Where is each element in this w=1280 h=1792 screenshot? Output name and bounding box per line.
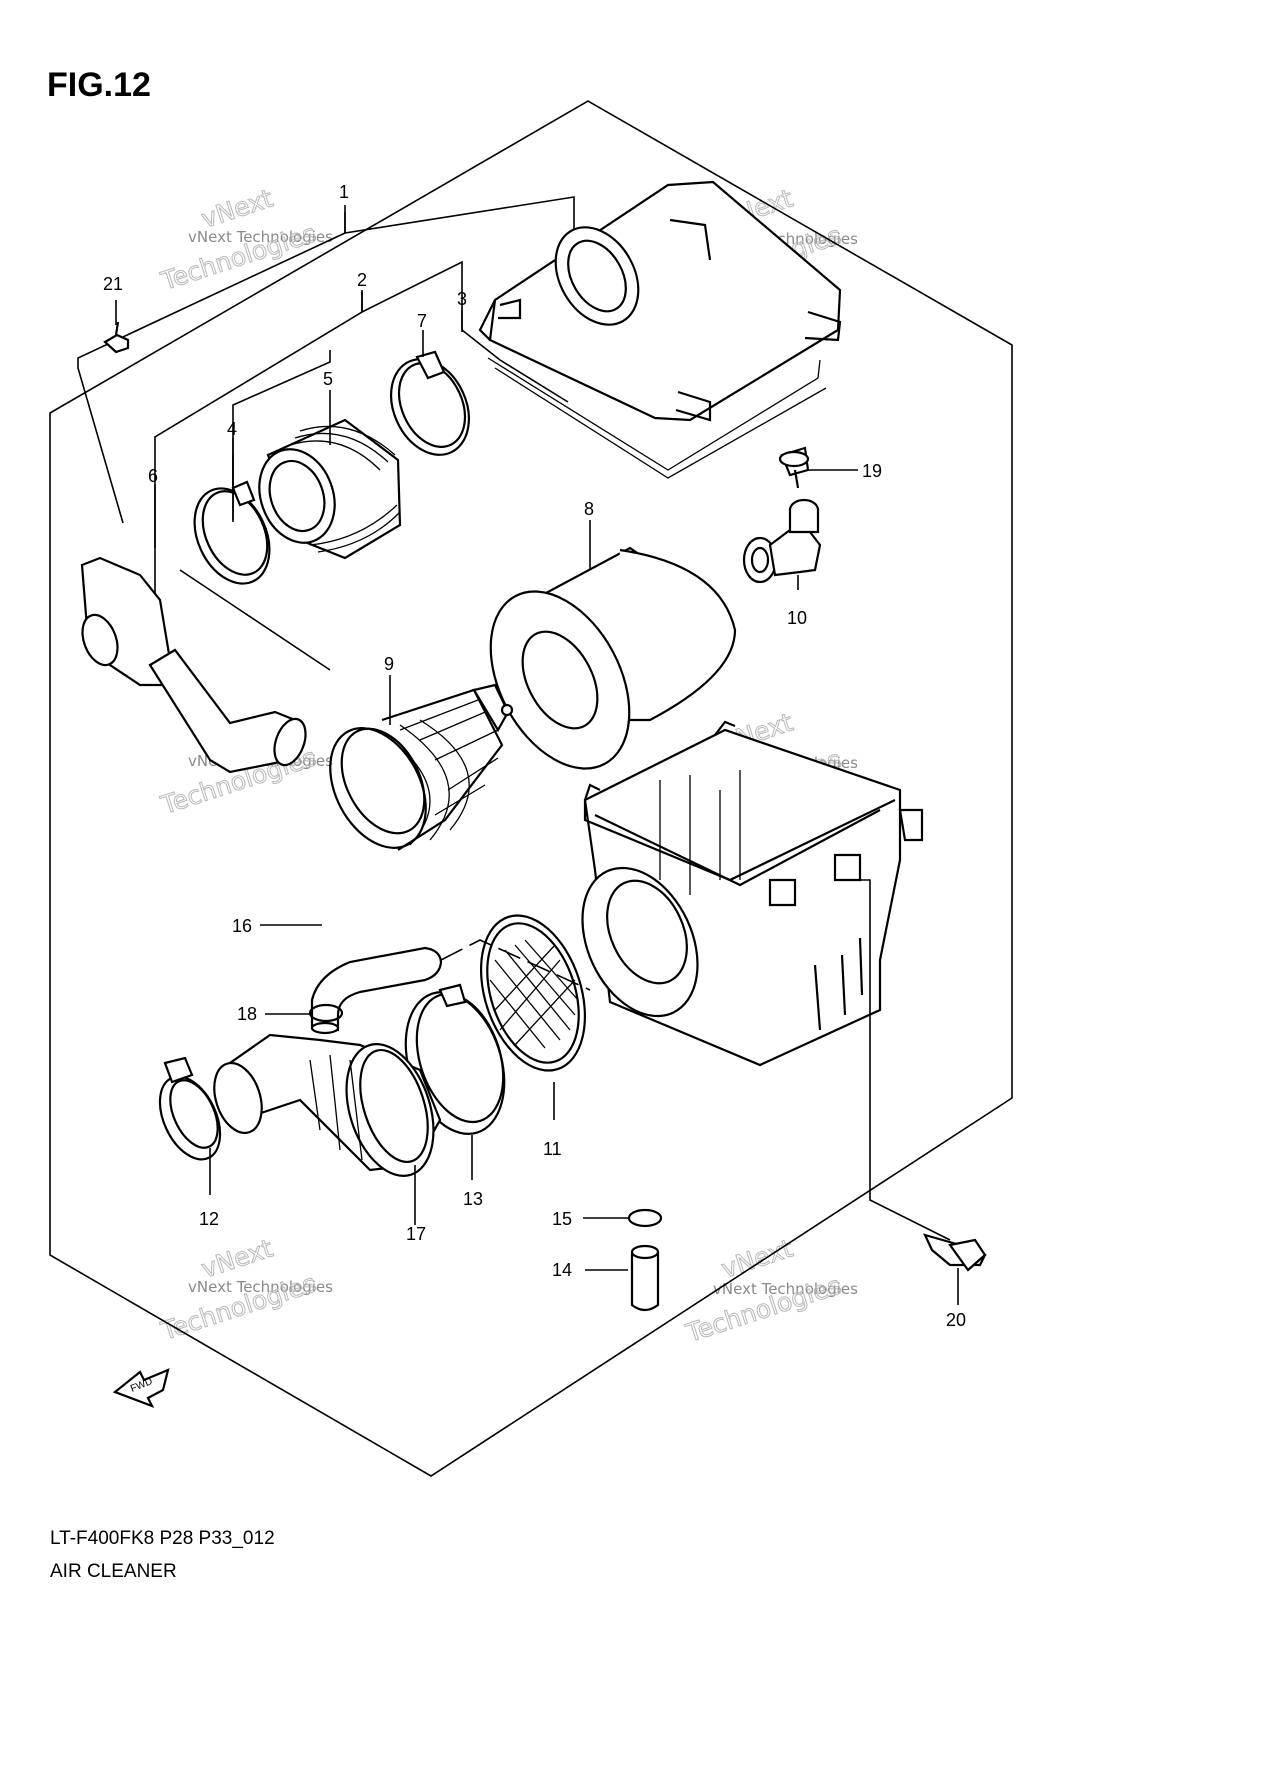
part-clamp-12: [158, 1056, 222, 1161]
part-intake-duct: [80, 556, 307, 774]
watermark-small: vNext Technologies: [188, 228, 333, 246]
callout-13: 13: [463, 1189, 483, 1209]
callout-20: 20: [946, 1310, 966, 1330]
callout-15: 15: [552, 1209, 572, 1229]
bolt-20-leader: [855, 879, 951, 1241]
bracket-3: [461, 329, 569, 403]
part-clamp-4: [193, 480, 271, 585]
callout-3: 3: [457, 289, 467, 309]
part-clamp-7: [390, 350, 470, 456]
part-filter-element: [489, 546, 737, 770]
callout-9: 9: [384, 654, 394, 674]
part-clip-21: [103, 321, 130, 354]
watermark-bottom-right: vNext vNext Technologies Technologies: [681, 1233, 858, 1349]
callout-21: 21: [103, 274, 123, 294]
callout-17: 17: [406, 1224, 426, 1244]
callout-18: 18: [237, 1004, 257, 1024]
callout-12: 12: [199, 1209, 219, 1229]
part-cover: [478, 180, 842, 479]
part-filter-cage: [329, 683, 514, 851]
callout-14: 14: [552, 1260, 572, 1280]
callout-5: 5: [323, 369, 333, 389]
watermark-small: vNext Technologies: [713, 1280, 858, 1298]
model-code: LT-F400FK8 P28 P33_012: [50, 1528, 275, 1549]
watermark-large-1: vNext: [198, 183, 277, 233]
assembly-boundary: [49, 100, 1013, 1477]
callout-4: 4: [227, 419, 237, 439]
callout-16: 16: [232, 916, 252, 936]
callout-6: 6: [148, 466, 158, 486]
callout-labels: 1 2 3 4 5 6 7 8 9 10 11 12 13 14 15 16 1…: [103, 182, 966, 1330]
callout-19: 19: [862, 461, 882, 481]
callout-2: 2: [357, 270, 367, 290]
callout-11: 11: [543, 1139, 562, 1159]
callout-10: 10: [787, 608, 807, 628]
part-drain-tube: [630, 1244, 660, 1312]
callout-8: 8: [584, 499, 594, 519]
fwd-arrow-icon: FWD: [112, 1368, 170, 1409]
figure-title: FIG.12: [47, 66, 151, 104]
watermark-large-1: vNext: [198, 1233, 277, 1283]
part-case: [581, 720, 924, 1067]
bracket-1-right: [344, 196, 575, 252]
callout-1: 1: [339, 182, 349, 202]
part-bellows: [258, 418, 402, 560]
part-screen: [479, 914, 587, 1072]
part-clamp-10: [742, 498, 822, 584]
callout-7: 7: [417, 311, 427, 331]
part-clip-18: [308, 1003, 344, 1023]
part-outlet-tube: [213, 1033, 442, 1177]
part-screw-19: [778, 446, 810, 489]
watermark-large-1: vNext: [718, 1233, 797, 1283]
part-bolt-20: [922, 1233, 987, 1272]
callout-leaders: [115, 205, 959, 1305]
section-name: AIR CLEANER: [50, 1561, 177, 1582]
watermark-bottom-left: vNext vNext Technologies Technologies: [156, 1233, 333, 1347]
watermark-small: vNext Technologies: [188, 1278, 333, 1296]
bracket-6-lower: [179, 569, 331, 671]
part-clip-15: [627, 1208, 663, 1228]
part-hose: [310, 946, 443, 1035]
hose-routing-line: [440, 939, 591, 991]
